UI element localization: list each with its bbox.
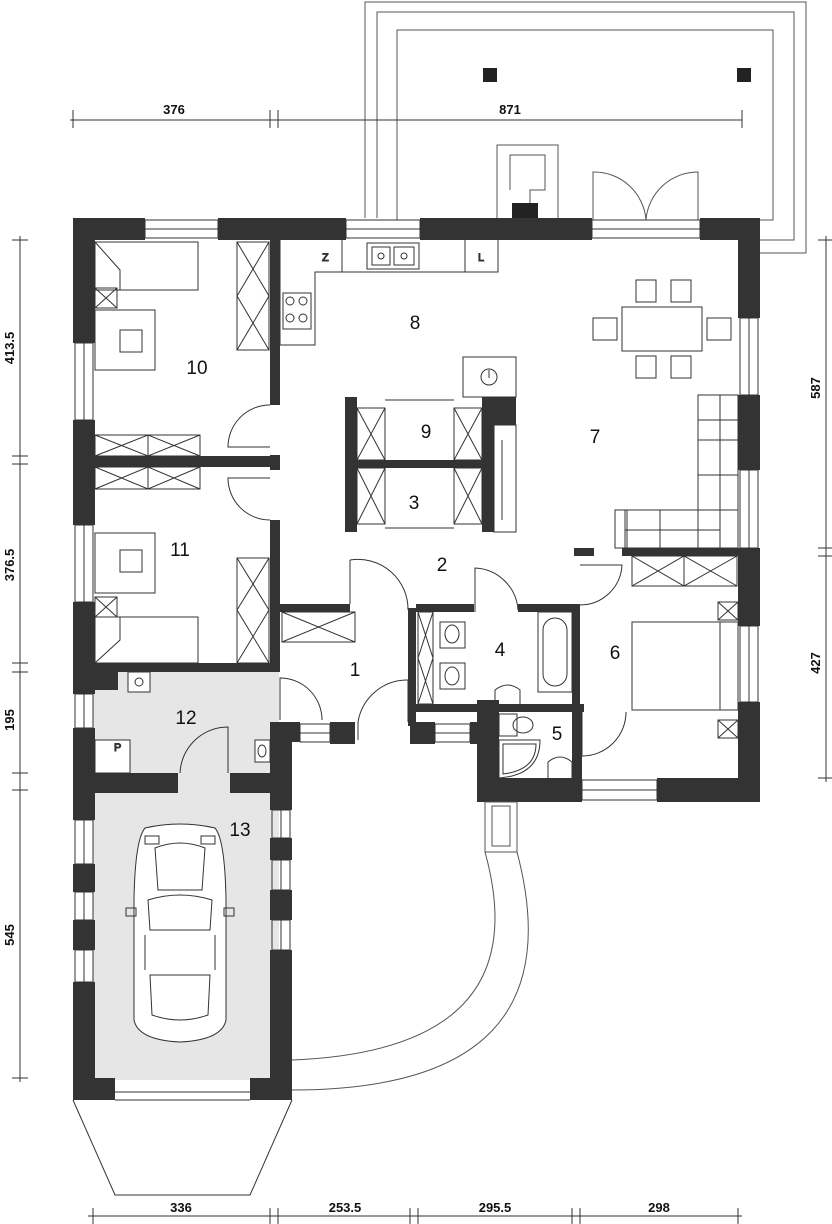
dim-bottom-2: 253.5 xyxy=(329,1200,362,1215)
room-label-4: 4 xyxy=(495,640,506,661)
bathroom-4-fixtures xyxy=(417,611,573,705)
room-label-12: 12 xyxy=(175,708,196,729)
dim-right-1: 587 xyxy=(808,377,823,399)
core-furniture xyxy=(356,356,517,533)
terrace xyxy=(364,1,807,254)
dim-left-4: 545 xyxy=(2,924,17,946)
dim-left-3: 195 xyxy=(2,709,17,731)
dim-right-2: 427 xyxy=(808,652,823,674)
sofa xyxy=(614,394,739,549)
doors xyxy=(72,404,627,1196)
dim-left-1: 413.5 xyxy=(2,332,17,365)
room-labels: 1 2 3 4 5 6 7 8 9 10 11 12 13 xyxy=(170,313,620,841)
room-label-9: 9 xyxy=(421,422,432,443)
room-6-furniture xyxy=(631,555,739,739)
walls xyxy=(73,218,760,1100)
room-label-7: 7 xyxy=(590,427,601,448)
dishwasher-marker: L xyxy=(478,252,484,264)
dim-top-2: 871 xyxy=(499,102,521,117)
bathroom-5-fixtures xyxy=(498,713,573,779)
room-label-3: 3 xyxy=(409,493,420,514)
kitchen-furniture: Z L xyxy=(279,240,499,346)
room-11-furniture xyxy=(94,532,270,664)
room-label-11: 11 xyxy=(170,540,190,561)
windows xyxy=(74,219,759,983)
dim-bottom-3: 295.5 xyxy=(479,1200,512,1215)
dimension-lines xyxy=(12,110,832,1224)
room-label-2: 2 xyxy=(437,555,448,576)
dining-furniture xyxy=(592,279,732,379)
dim-left-2: 376.5 xyxy=(2,549,17,582)
dim-bottom-4: 298 xyxy=(648,1200,670,1215)
hall-wardrobe xyxy=(281,611,356,643)
room-label-10: 10 xyxy=(186,358,207,379)
room-12-furniture: P xyxy=(94,671,271,774)
fridge-marker: Z xyxy=(322,252,329,264)
room-label-6: 6 xyxy=(610,643,621,664)
dim-bottom-1: 336 xyxy=(170,1200,192,1215)
car-icon xyxy=(125,823,235,1043)
room-label-13: 13 xyxy=(229,820,250,841)
boiler-marker: P xyxy=(114,742,121,754)
dim-top-1: 376 xyxy=(163,102,185,117)
room-10-furniture xyxy=(94,241,270,490)
entrance-path xyxy=(291,801,529,1091)
dimension-labels: 376 871 336 253.5 295.5 298 413.5 376.5 … xyxy=(2,102,823,1215)
room-label-5: 5 xyxy=(552,724,563,745)
room-label-1: 1 xyxy=(350,660,361,681)
room-label-8: 8 xyxy=(410,313,421,334)
